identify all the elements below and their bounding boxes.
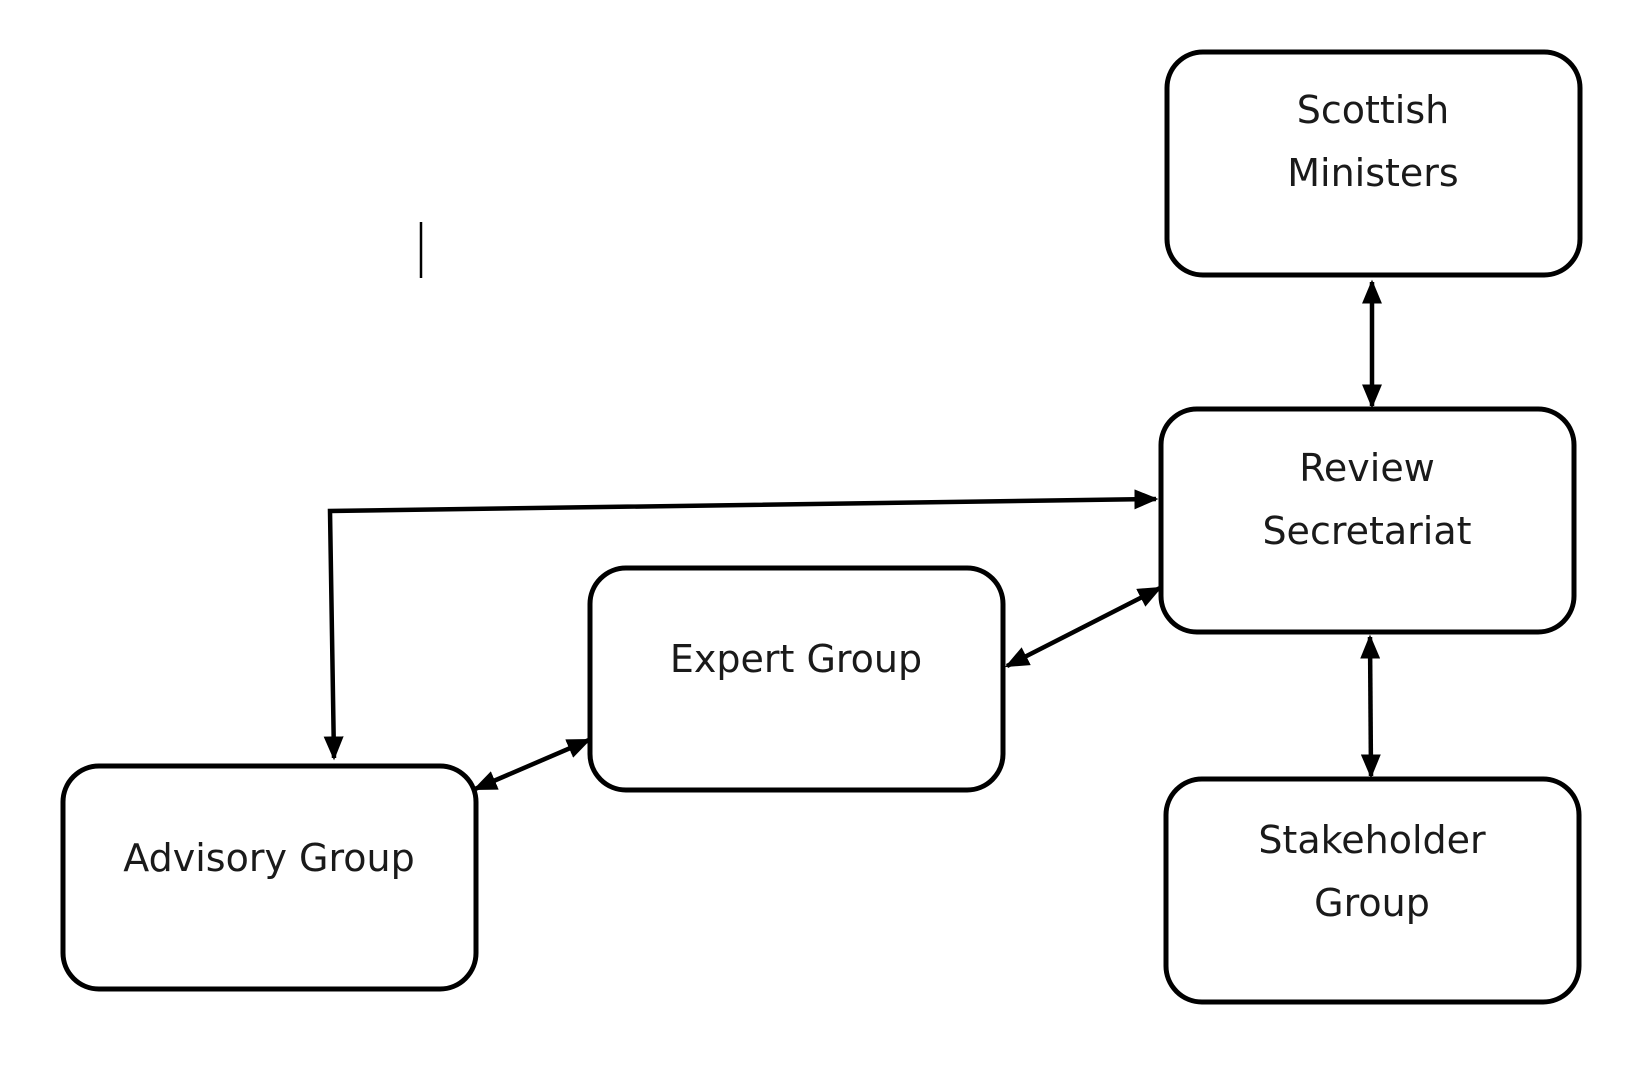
expert-group-box <box>587 565 1006 793</box>
node-scottish-ministers: Scottish Ministers <box>1164 49 1583 278</box>
scottish-ministers-label-line1: Scottish <box>1297 88 1450 132</box>
stakeholder-group-label-line2: Group <box>1314 881 1430 925</box>
connector-advisory-secretariat <box>323 489 1159 761</box>
review-secretariat-label-line1: Review <box>1299 446 1435 490</box>
connector-expert-advisory <box>472 737 592 792</box>
node-expert-group: Expert Group <box>587 565 1006 793</box>
review-secretariat-label-line2: Secretariat <box>1262 509 1471 553</box>
advisory-group-box <box>60 763 479 992</box>
stakeholder-group-box <box>1163 776 1582 1005</box>
review-secretariat-box <box>1158 406 1577 635</box>
advisory-group-label: Advisory Group <box>123 836 414 880</box>
scottish-ministers-box <box>1164 49 1583 278</box>
node-stakeholder-group: Stakeholder Group <box>1163 776 1582 1005</box>
node-advisory-group: Advisory Group <box>60 763 479 992</box>
connector-secretariat-expert <box>1004 585 1163 669</box>
node-review-secretariat: Review Secretariat <box>1158 406 1577 635</box>
connector-secretariat-stakeholder <box>1360 634 1381 779</box>
stakeholder-group-label-line1: Stakeholder <box>1258 818 1486 862</box>
expert-group-label: Expert Group <box>670 637 922 681</box>
scottish-ministers-label-line2: Ministers <box>1287 151 1458 195</box>
